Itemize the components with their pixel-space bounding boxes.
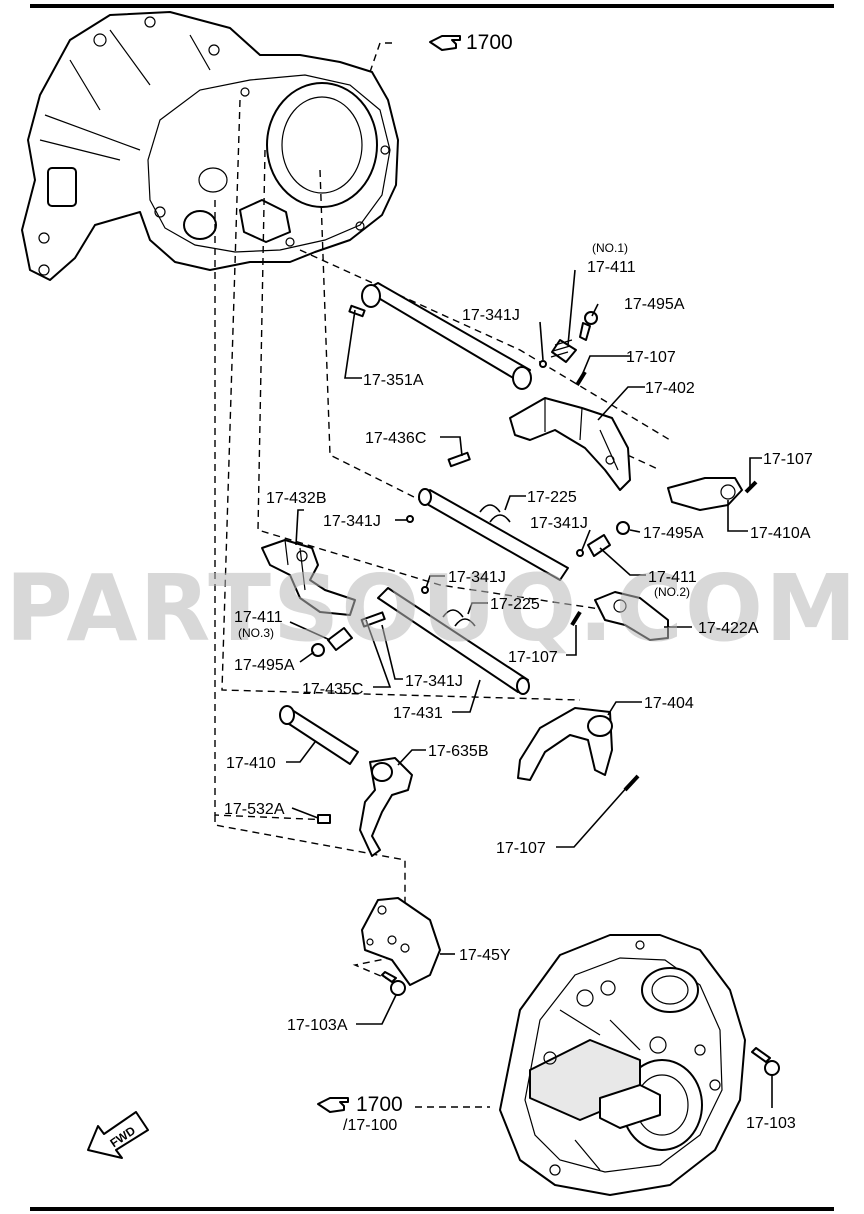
pointing-hand-icon bbox=[317, 1097, 349, 1113]
clip-225-a bbox=[479, 504, 511, 523]
watermark: PARTSOUQ.COM bbox=[5, 555, 858, 662]
label-341j-e: 17-341J bbox=[405, 673, 463, 690]
label-411-no1-note: (NO.1) bbox=[592, 241, 628, 255]
ref-label-bottom: 1700 bbox=[356, 1093, 403, 1116]
ref-label-bottom-sub: /17-100 bbox=[343, 1117, 397, 1134]
label-341j-d: 17-341J bbox=[448, 569, 506, 586]
label-225-b: 17-225 bbox=[490, 596, 540, 613]
label-495a-c: 17-495A bbox=[234, 657, 295, 674]
label-532a: 17-532A bbox=[224, 801, 285, 818]
label-45y: 17-45Y bbox=[459, 947, 511, 964]
label-432b: 17-432B bbox=[266, 490, 327, 507]
label-404: 17-404 bbox=[644, 695, 694, 712]
shift-rod-middle bbox=[418, 488, 569, 581]
ref-label-top: 1700 bbox=[466, 31, 513, 54]
transmission-case-lower bbox=[499, 934, 746, 1196]
shift-fork-432b bbox=[261, 539, 356, 616]
shift-fork-402 bbox=[509, 397, 631, 491]
ball-341j-a bbox=[539, 360, 547, 368]
label-411-no1: 17-411 bbox=[587, 259, 636, 276]
spring-no2 bbox=[587, 534, 611, 557]
ball-341j-b bbox=[406, 515, 414, 523]
bolt-495a-c bbox=[311, 643, 325, 657]
bracket-45y bbox=[361, 897, 441, 986]
bolt-495a-b bbox=[616, 521, 630, 535]
label-351a: 17-351A bbox=[363, 372, 424, 389]
pin-532a bbox=[317, 814, 331, 824]
pin-107-b bbox=[744, 480, 758, 494]
label-225-a: 17-225 bbox=[527, 489, 577, 506]
part-labels: 1700 (NO.1) 17-411 17-495A 17-341J 17-10… bbox=[224, 31, 813, 1134]
label-402: 17-402 bbox=[645, 380, 695, 397]
ball-341j-c bbox=[576, 549, 584, 557]
shift-rod-lower bbox=[377, 587, 530, 695]
label-635b: 17-635B bbox=[428, 743, 489, 760]
shift-lever-422a bbox=[594, 591, 669, 641]
pointing-hand-icon bbox=[429, 35, 461, 51]
label-103a: 17-103A bbox=[287, 1017, 348, 1034]
bolt-103a bbox=[381, 971, 406, 996]
label-411-no2-note: (NO.2) bbox=[654, 585, 690, 599]
label-410: 17-410 bbox=[226, 755, 276, 772]
spring-no3 bbox=[327, 627, 353, 651]
label-107-c: 17-107 bbox=[508, 649, 558, 666]
shift-rod-upper bbox=[348, 282, 532, 390]
label-422a: 17-422A bbox=[698, 620, 759, 637]
clip-225-b bbox=[442, 609, 476, 627]
spring-no1 bbox=[550, 339, 577, 363]
label-411-no3: 17-411 bbox=[234, 609, 283, 626]
label-341j-c: 17-341J bbox=[530, 515, 588, 532]
shift-fork-635b bbox=[359, 757, 413, 857]
bolt-103 bbox=[751, 1047, 780, 1076]
label-411-no3-note: (NO.3) bbox=[238, 626, 274, 640]
pin-436c bbox=[447, 451, 471, 468]
label-495a-b: 17-495A bbox=[643, 525, 704, 542]
label-103: 17-103 bbox=[746, 1115, 796, 1132]
transmission-case-upper bbox=[21, 11, 399, 281]
shift-fork-404 bbox=[517, 707, 613, 781]
label-410a: 17-410A bbox=[750, 525, 811, 542]
label-431: 17-431 bbox=[393, 705, 443, 722]
label-107-a: 17-107 bbox=[626, 349, 676, 366]
label-107-b: 17-107 bbox=[763, 451, 813, 468]
label-495a-a: 17-495A bbox=[624, 296, 685, 313]
label-436c: 17-436C bbox=[365, 430, 426, 447]
label-107-d: 17-107 bbox=[496, 840, 546, 857]
label-341j-a: 17-341J bbox=[462, 307, 520, 324]
ball-341j-d bbox=[421, 586, 429, 594]
fwd-arrow-icon: FWD bbox=[87, 1111, 149, 1159]
label-341j-b: 17-341J bbox=[323, 513, 381, 530]
label-411-no2: 17-411 bbox=[648, 569, 697, 586]
bolt-495a-a bbox=[579, 311, 598, 341]
leader-lines bbox=[286, 269, 773, 1108]
pin-107-c bbox=[570, 610, 582, 627]
shift-rod-410 bbox=[279, 705, 359, 765]
shift-lever-410a bbox=[667, 477, 743, 511]
label-435c: 17-435C bbox=[302, 681, 363, 698]
